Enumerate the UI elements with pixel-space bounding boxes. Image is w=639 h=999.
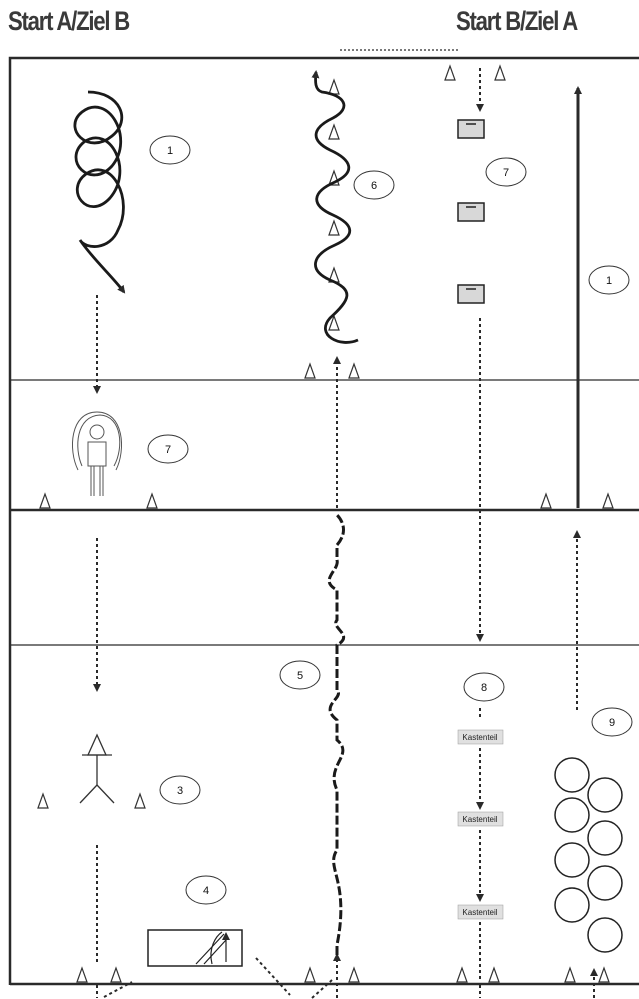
station-7-right-circle bbox=[485, 157, 527, 187]
hoop bbox=[587, 865, 623, 901]
hoop bbox=[554, 797, 590, 833]
cone bbox=[110, 966, 122, 983]
cone bbox=[328, 219, 340, 236]
hoop bbox=[587, 820, 623, 856]
kastenteil-label: Kastenteil bbox=[462, 815, 497, 824]
station-4-circle bbox=[185, 875, 227, 905]
station-6-top-number: 6 bbox=[371, 180, 377, 192]
cone bbox=[598, 966, 610, 983]
box-obstacle bbox=[457, 119, 485, 139]
bench-station-4 bbox=[147, 929, 243, 967]
start-a-header: Start A/Ziel B bbox=[8, 6, 130, 36]
station-3-circle bbox=[159, 775, 201, 805]
station-3-number: 3 bbox=[177, 785, 183, 797]
cone bbox=[37, 792, 49, 809]
cone bbox=[494, 64, 506, 81]
start-b-header: Start B/Ziel A bbox=[456, 6, 578, 36]
dotted-paths bbox=[93, 68, 598, 999]
hoop bbox=[587, 777, 623, 813]
rope-skipper-figure bbox=[72, 411, 122, 496]
cone bbox=[444, 64, 456, 81]
station-9-number: 9 bbox=[609, 717, 615, 729]
hoop bbox=[554, 887, 590, 923]
cone bbox=[39, 492, 51, 509]
slalom-path-station-6 bbox=[311, 70, 359, 344]
kastenteil-label: Kastenteil bbox=[462, 733, 497, 742]
cone bbox=[488, 966, 500, 983]
box-obstacle bbox=[457, 284, 485, 304]
hurdle-path-station-5 bbox=[327, 513, 346, 955]
station-1-number: 1 bbox=[167, 145, 173, 157]
cone bbox=[540, 492, 552, 509]
field-border bbox=[8, 56, 639, 985]
cone bbox=[76, 966, 88, 983]
cone bbox=[328, 123, 340, 140]
cone bbox=[456, 966, 468, 983]
field-lines bbox=[8, 49, 639, 986]
station-5-circle bbox=[279, 660, 321, 690]
station-1-right-circle bbox=[588, 265, 630, 295]
station-7-left-circle bbox=[147, 434, 189, 464]
cone bbox=[328, 78, 340, 95]
cone bbox=[134, 792, 146, 809]
hoop bbox=[554, 842, 590, 878]
station-7-right-number: 7 bbox=[503, 167, 509, 179]
hoop bbox=[587, 917, 623, 953]
spiral-path-station-1 bbox=[73, 90, 126, 294]
station-9-circle bbox=[591, 707, 633, 737]
kastenteil-label: Kastenteil bbox=[462, 908, 497, 917]
hoops-station-9 bbox=[554, 757, 623, 953]
station-8-circle bbox=[463, 672, 505, 702]
station-5-number: 5 bbox=[297, 670, 303, 682]
cone bbox=[328, 169, 340, 186]
dotted-diag-1 bbox=[103, 981, 133, 998]
dotted-diag-2 bbox=[255, 957, 291, 996]
hoop bbox=[554, 757, 590, 793]
cones bbox=[37, 64, 614, 983]
dotted-diag-3 bbox=[311, 979, 333, 999]
station-1-right-number: 1 bbox=[606, 275, 612, 287]
person-figure-station-3 bbox=[79, 733, 115, 804]
cone bbox=[348, 966, 360, 983]
cone bbox=[564, 966, 576, 983]
cone bbox=[304, 966, 316, 983]
station-8-number: 8 bbox=[481, 682, 487, 694]
cone bbox=[304, 362, 316, 379]
cone bbox=[328, 314, 340, 331]
box-obstacles-station-7 bbox=[457, 119, 485, 304]
cone bbox=[602, 492, 614, 509]
cone bbox=[146, 492, 158, 509]
station-4-number: 4 bbox=[203, 885, 209, 897]
box-obstacle bbox=[457, 202, 485, 222]
cone bbox=[348, 362, 360, 379]
station-7-left-number: 7 bbox=[165, 444, 171, 456]
station-6-top-circle bbox=[353, 170, 395, 200]
station-1-circle bbox=[149, 135, 191, 165]
kastenteil-obstacles: Kastenteil Kastenteil Kastenteil bbox=[457, 729, 504, 920]
station-markers: 1 6 7 1 7 5 8 9 3 4 bbox=[147, 135, 633, 905]
